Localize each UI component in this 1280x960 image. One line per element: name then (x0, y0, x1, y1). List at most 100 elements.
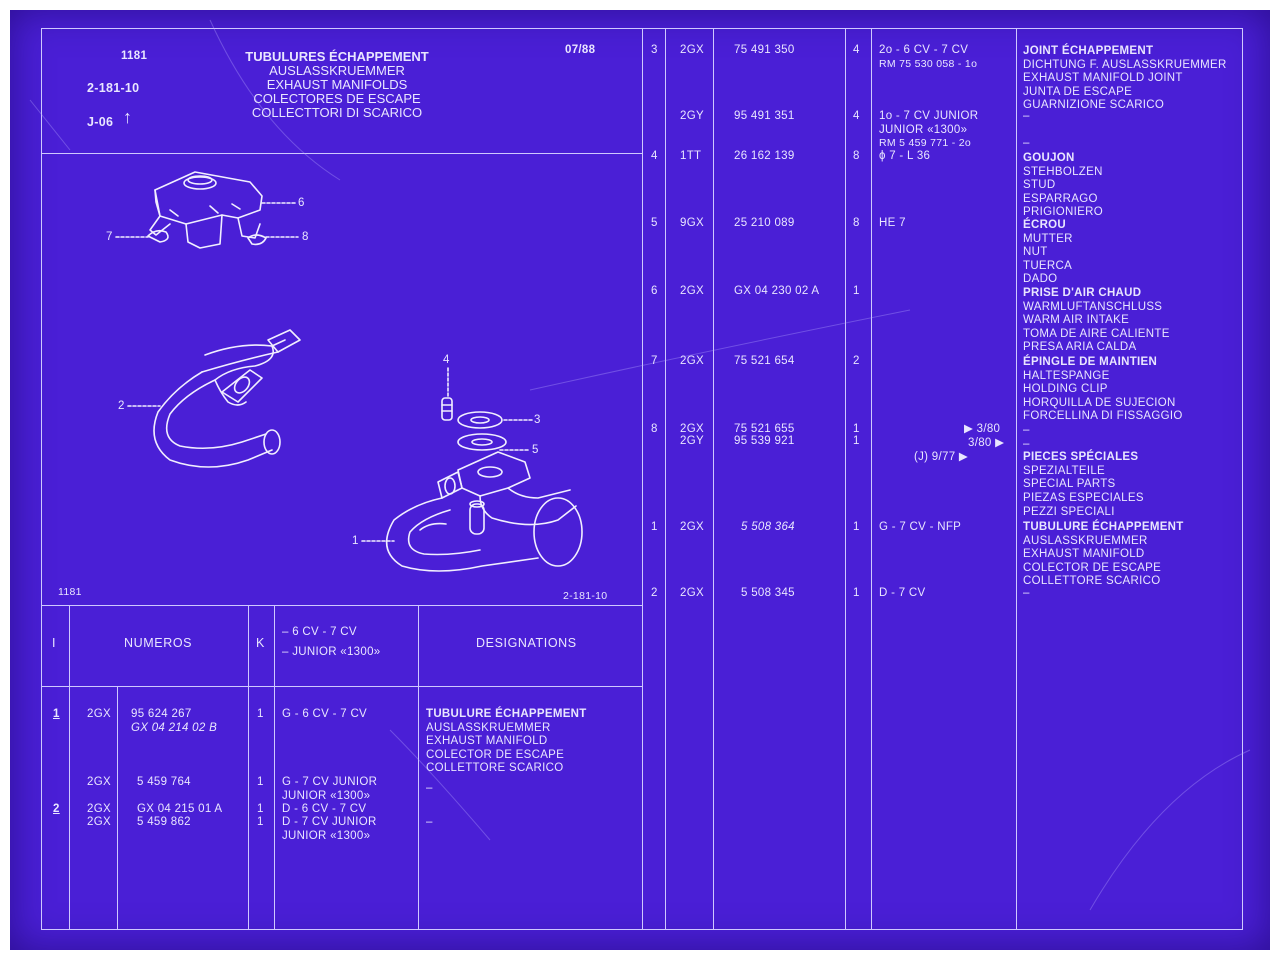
row-variant: D - 7 CV (879, 587, 926, 599)
date-range-2: 3/80 ▶ (968, 437, 1005, 449)
right-col-line-5 (1016, 28, 1017, 930)
row-variant: D - 7 CV JUNIOR JUNIOR «1300» (282, 816, 377, 842)
page-reference: 2-181-10 (87, 81, 140, 95)
row-qty: 2 (853, 355, 860, 367)
row-code: 2GX (87, 816, 111, 828)
row-code: 2GX (680, 521, 704, 533)
row-qty: 8 (853, 150, 860, 162)
arrow-up-icon: ↑ (123, 107, 133, 127)
row-qty: 1 (853, 587, 860, 599)
row-code: 2GX (680, 355, 704, 367)
right-col-line-4 (871, 28, 872, 930)
gasket-part (457, 411, 507, 451)
row-qty: 1 (257, 776, 264, 788)
row-code: 2GX (680, 587, 704, 599)
column-header-k: K (256, 636, 265, 650)
row-index: 5 (651, 217, 658, 229)
callout-1: 1 (352, 535, 359, 547)
row-index: 4 (651, 150, 658, 162)
row-qty: 1 (257, 816, 264, 828)
right-col-line-1 (665, 28, 666, 930)
row-designation: – (426, 816, 433, 828)
row-designation: TUBULURE ÉCHAPPEMENT AUSLASSKRUEMMER EXH… (1023, 521, 1184, 588)
right-col-line-2 (713, 28, 714, 930)
row-variant: G - 6 CV - 7 CV (282, 708, 368, 720)
left-col-line-1 (69, 605, 70, 930)
part-number: GX 04 215 01 A (137, 803, 223, 815)
warm-air-intake-part (149, 171, 263, 249)
variant-header-1: – 6 CV - 7 CV (282, 626, 357, 638)
part-number: 75 521 654 (734, 355, 795, 367)
row-variant: 1o - 7 CV JUNIOR JUNIOR «1300» RM 5 459 … (879, 110, 979, 150)
right-col-line-3 (845, 28, 846, 930)
part-number: 95 624 267 (131, 708, 192, 720)
stud-part (441, 367, 453, 421)
clip-part-7 (147, 229, 169, 243)
callout-2: 2 (118, 400, 125, 412)
left-manifold-part (153, 329, 301, 468)
row-variant: 2o - 6 CV - 7 CV RM 75 530 058 - 1o (879, 44, 978, 70)
row-code: 2GX (680, 285, 704, 297)
row-code: 1TT (680, 150, 702, 162)
row-qty: 1 1 (853, 423, 860, 447)
row-index: 1 (53, 708, 60, 720)
left-col-line-5 (418, 605, 419, 930)
row-designation: GOUJON STEHBOLZEN STUD ESPARRAGO PRIGION… (1023, 152, 1103, 219)
part-number: 75 491 350 (734, 44, 795, 56)
part-number: 5 459 862 (137, 816, 191, 828)
row-qty: 4 (853, 110, 860, 122)
row-designation: ÉCROU MUTTER NUT TUERCA DADO (1023, 219, 1073, 286)
table-head-divider (41, 686, 643, 687)
row-qty: 8 (853, 217, 860, 229)
title-it: COLLECTTORI DI SCARICO (251, 105, 423, 120)
row-variant: G - 7 CV JUNIOR JUNIOR «1300» (282, 776, 378, 802)
row-variant: HE 7 (879, 217, 906, 229)
row-designation: PRISE D'AIR CHAUD WARMLUFTANSCHLUSS WARM… (1023, 287, 1170, 354)
row-code: 2GY (680, 110, 704, 122)
row-designation: – – PIECES SPÉCIALES SPEZIALTEILE SPECIA… (1023, 424, 1144, 518)
row-index: 3 (651, 44, 658, 56)
left-col-line-4 (274, 605, 275, 930)
exploded-view-drawing (115, 171, 583, 572)
title-de: AUSLASSKRUEMMER (269, 63, 405, 78)
row-index: 2 (651, 587, 658, 599)
part-number: 5 508 364 (741, 521, 795, 533)
row-code: 2GX (87, 776, 111, 788)
column-header-numeros: NUMEROS (124, 636, 193, 650)
row-index: 1 (651, 521, 658, 533)
date-range-3: (J) 9/77 ▶ (914, 451, 969, 463)
left-col-line-2 (117, 686, 118, 930)
row-code: 9GX (680, 217, 704, 229)
center-divider (642, 28, 643, 930)
figure-footer-right: 2-181-10 (563, 590, 608, 602)
column-header-designations: DESIGNATIONS (476, 636, 577, 650)
callout-4: 4 (443, 354, 450, 366)
row-code: 2GX (87, 708, 111, 720)
title-en: EXHAUST MANIFOLDS (266, 77, 408, 92)
row-designation: JOINT ÉCHAPPEMENT DICHTUNG F. AUSLASSKRU… (1023, 45, 1227, 112)
row-code: 2GX 2GY (680, 423, 704, 447)
row-qty: 1 (257, 708, 264, 720)
row-designation: – (426, 782, 433, 794)
callout-5: 5 (532, 444, 539, 456)
group-code: J-06 (87, 115, 114, 129)
callout-6: 6 (298, 197, 305, 209)
parts-catalog-sheet: 1181 2-181-10 J-06 ↑ 07/88 TUBULURES ÉCH… (10, 10, 1270, 950)
part-number: 75 521 655 95 539 921 (734, 423, 795, 447)
row-qty: 1 (257, 803, 264, 815)
part-number: 26 162 139 (734, 150, 795, 162)
column-header-i: I (52, 636, 57, 650)
callout-7: 7 (106, 231, 113, 243)
right-manifold-part (385, 451, 583, 572)
row-qty: 1 (853, 521, 860, 533)
figure-bottom-divider (41, 605, 643, 606)
title-fr: TUBULURES ÉCHAPPEMENT (245, 49, 429, 64)
date-range-1: ▶ 3/80 (964, 423, 1001, 435)
left-col-line-3 (248, 605, 249, 930)
title-es: COLECTORES DE ESCAPE (253, 91, 421, 106)
row-code: 2GX (680, 44, 704, 56)
row-designation: – – (1023, 110, 1030, 150)
part-number: 95 491 351 (734, 110, 795, 122)
page-title: TUBULURES ÉCHAPPEMENT AUSLASSKRUEMMER EX… (232, 50, 442, 120)
part-number: 5 508 345 (741, 587, 795, 599)
